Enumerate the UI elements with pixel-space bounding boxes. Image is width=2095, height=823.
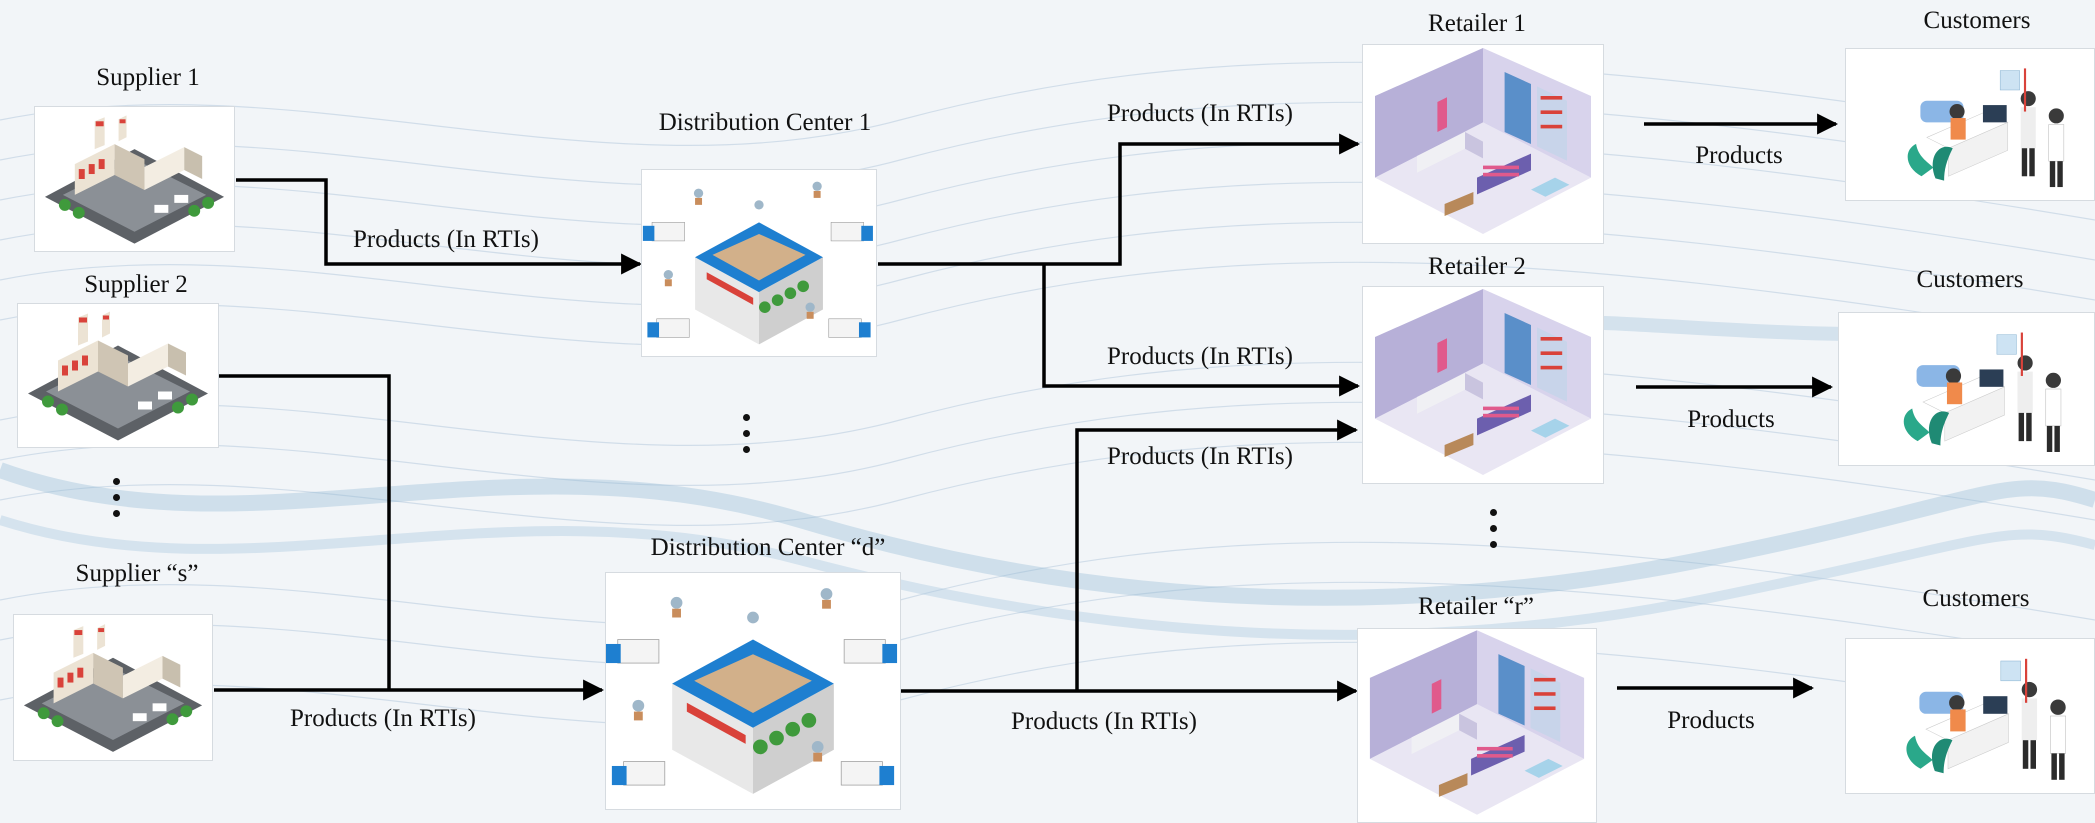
- arrow-dd-to-r2: [1075, 419, 1359, 690]
- retailer-ellipsis: [1490, 509, 1498, 557]
- factory-icon: [14, 615, 212, 760]
- customers-2-node: [1838, 312, 2095, 466]
- flow-label-dd-r2: Products (In RTIs): [1107, 443, 1293, 470]
- store-interior-icon: [1363, 287, 1603, 483]
- customers-3-node: [1845, 638, 2095, 794]
- supplier-1-title: Supplier 1: [96, 64, 200, 91]
- customers-1-title: Customers: [1923, 7, 2031, 34]
- checkout-counter-icon: [1846, 639, 2094, 793]
- supplier-ellipsis: [113, 478, 121, 526]
- store-interior-icon: [1363, 45, 1603, 243]
- warehouse-icon: [606, 573, 900, 809]
- flow-label-r1-c: Products: [1695, 142, 1783, 169]
- arrow-d1-to-r1: [878, 133, 1361, 266]
- arrow-s2-to-dd: [219, 374, 391, 690]
- customers-3-title: Customers: [1922, 585, 2030, 612]
- customers-2-title: Customers: [1916, 266, 2024, 293]
- distribution-center-d-node: [605, 572, 901, 810]
- supplier-1-node: [34, 106, 235, 252]
- distribution-center-1-node: [641, 169, 877, 357]
- retailer-1-node: [1362, 44, 1604, 244]
- arrow-d1-to-r2: [1042, 264, 1361, 397]
- flow-label-d1-r1: Products (In RTIs): [1107, 100, 1293, 127]
- retailer-r-node: [1357, 628, 1597, 823]
- flow-label-s1-d1: Products (In RTIs): [353, 226, 539, 253]
- customers-1-node: [1845, 48, 2095, 201]
- distribution-center-1-title: Distribution Center 1: [658, 109, 872, 136]
- arrow-s1-to-d1: [236, 178, 643, 275]
- warehouse-icon: [642, 170, 876, 356]
- supplier-s-title: Supplier “s”: [75, 560, 199, 587]
- retailer-2-node: [1362, 286, 1604, 484]
- store-interior-icon: [1358, 629, 1596, 822]
- supplier-2-node: [17, 303, 219, 448]
- retailer-r-title: Retailer “r”: [1418, 593, 1534, 620]
- flow-label-rr-c: Products: [1667, 707, 1755, 734]
- factory-icon: [18, 304, 218, 447]
- flow-label-dd-rr: Products (In RTIs): [1011, 708, 1197, 735]
- retailer-1-title: Retailer 1: [1428, 10, 1526, 37]
- checkout-counter-icon: [1846, 49, 2094, 200]
- supplier-s-node: [13, 614, 213, 761]
- flow-label-s-dd: Products (In RTIs): [290, 705, 476, 732]
- retailer-2-title: Retailer 2: [1428, 253, 1526, 280]
- flow-label-r2-c: Products: [1687, 406, 1775, 433]
- distribution-ellipsis: [743, 414, 751, 462]
- factory-icon: [35, 107, 234, 251]
- flow-label-d1-r2: Products (In RTIs): [1107, 343, 1293, 370]
- distribution-center-d-title: Distribution Center “d”: [650, 534, 886, 561]
- supplier-2-title: Supplier 2: [84, 271, 188, 298]
- checkout-counter-icon: [1839, 313, 2094, 465]
